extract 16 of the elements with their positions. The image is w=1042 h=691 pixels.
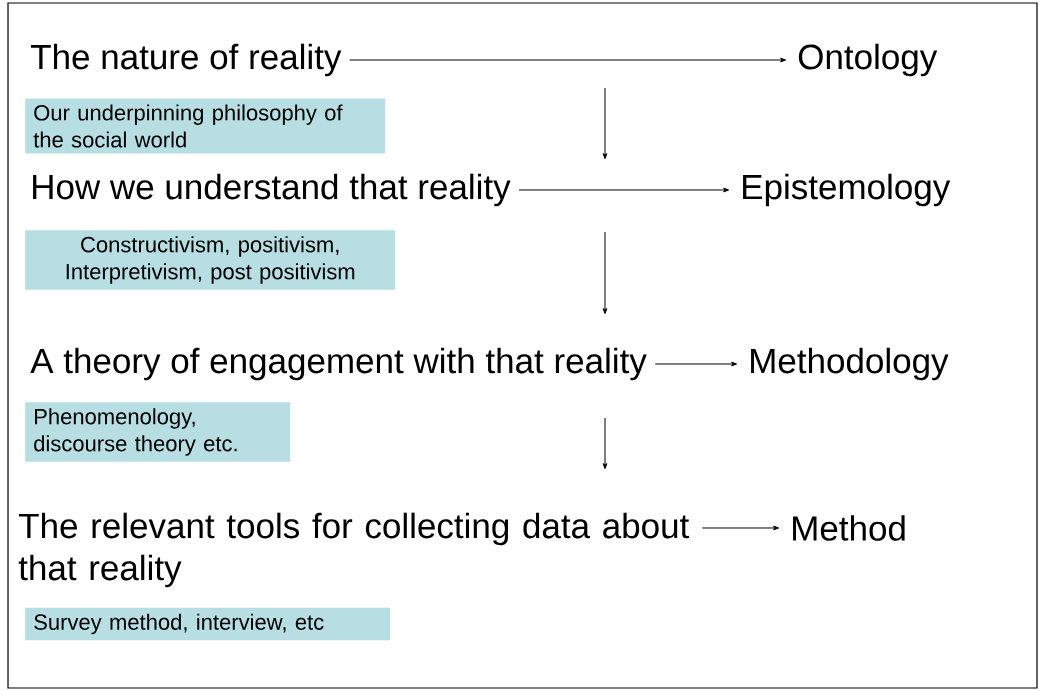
label-text: The relevant tools for collecting data about that reality: [18, 512, 690, 588]
label-text: How we understand that reality: [33, 173, 511, 207]
text-box: Phenomenology, discourse theory etc.: [25, 402, 291, 462]
arrow: [654, 361, 738, 367]
label-text: The nature of reality: [31, 43, 342, 77]
arrow: [701, 525, 780, 531]
text-box: Survey method, interview, etc: [25, 607, 391, 641]
label-text: Methodology: [751, 347, 949, 381]
label-text: Ontology: [798, 43, 938, 77]
arrow: [349, 57, 787, 63]
label-text: A theory of engagement with that reality: [30, 347, 647, 381]
label-text: Method: [793, 515, 905, 541]
label-text: Epistemology: [743, 173, 951, 207]
text-box: Our underpinning philosophy of the social world: [25, 98, 386, 154]
arrow: [518, 187, 730, 193]
text-box: Constructivism, positivism, Interpretivism, post positivism: [25, 230, 396, 290]
